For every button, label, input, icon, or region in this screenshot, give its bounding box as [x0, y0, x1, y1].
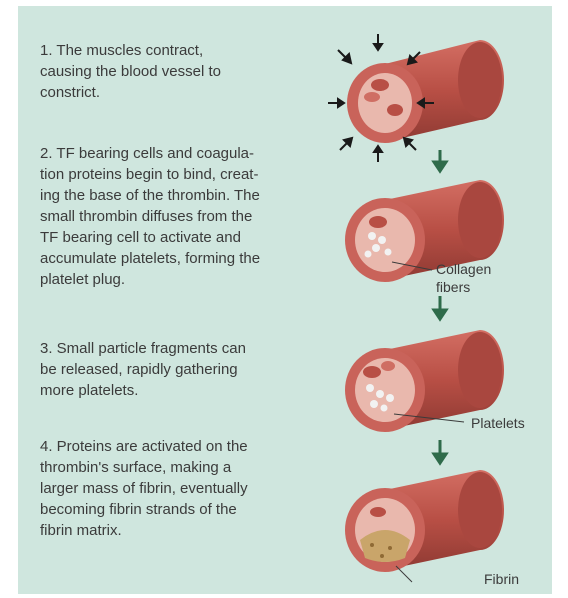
down-arrow-3: [434, 440, 446, 463]
down-arrow-1: [434, 150, 446, 171]
vessel-4-fibrin: [345, 470, 504, 582]
platelets-label: Platelets: [471, 414, 525, 432]
vessel-1-constricting: [347, 40, 504, 143]
fibrin-label: Fibrin: [484, 570, 519, 588]
down-arrow-2: [434, 296, 446, 319]
collagen-fibers-label: Collagen fibers: [436, 260, 491, 296]
